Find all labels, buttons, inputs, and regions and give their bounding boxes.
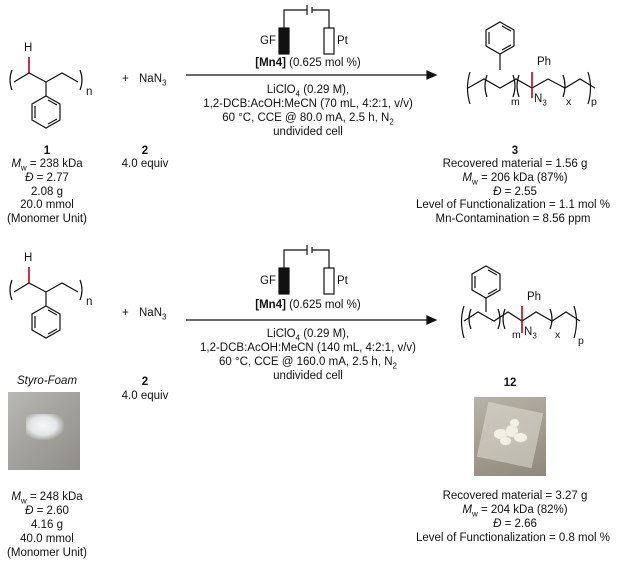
- electrode-icon-bottom: [278, 245, 335, 295]
- product-3-label: 3: [511, 145, 519, 157]
- styrofoam-dispersity: Đ = 2.60: [25, 505, 69, 517]
- product-3-mn-contamination: Mn-Contamination = 8.56 ppm: [435, 213, 591, 225]
- electrode-icon-top: [278, 5, 335, 55]
- compound-1-mmol: 20.0 mmol: [20, 199, 74, 211]
- h-atom-label: H: [24, 42, 33, 54]
- condition-cell-top: undivided cell: [273, 126, 343, 138]
- repeat-m-label-top: m: [511, 96, 520, 108]
- sodium-azide-formula: NaN3: [139, 73, 167, 88]
- condition-temp-current-top: 60 °C, CCE @ 80.0 mA, 2.5 h, N2: [222, 112, 394, 127]
- product-3-mw: Mw = 206 kDa (87%): [462, 172, 568, 187]
- compound-2-equiv-bottom: 4.0 equiv: [121, 390, 169, 402]
- compound-2-equiv: 4.0 equiv: [121, 158, 169, 170]
- repeat-n-label: n: [86, 86, 93, 98]
- product-3-dispersity: Đ = 2.55: [493, 186, 537, 198]
- condition-solvent-bottom: 1,2-DCB:AcOH:MeCN (140 mL, 4:2:1, v/v): [199, 342, 416, 354]
- gf-electrode-label-bottom: GF: [260, 275, 276, 287]
- condition-temp-current-bottom: 60 °C, CCE @ 160.0 mA, 2.5 h, N2: [219, 356, 397, 371]
- catalyst-line-bottom: [Mn4] (0.625 mol %): [255, 299, 361, 311]
- plus-sign-bottom: +: [122, 307, 129, 319]
- condition-cell-bottom: undivided cell: [273, 370, 343, 382]
- compound-1-mass: 2.08 g: [31, 186, 63, 198]
- styrofoam-unit: (Monomer Unit): [7, 547, 87, 559]
- h-atom-label-bottom: H: [24, 252, 33, 264]
- gf-electrode-label: GF: [260, 35, 276, 47]
- catalyst-line-top: [Mn4] (0.625 mol %): [255, 57, 361, 69]
- product-structure-bottom: [460, 265, 581, 339]
- polystyrene-structure-bottom: [9, 267, 83, 339]
- compound-2-label-bottom: 2: [141, 376, 149, 388]
- styrofoam-mw: Mw = 248 kDa: [11, 491, 83, 506]
- compound-1-mw: Mw = 238 kDa: [11, 158, 83, 173]
- pt-electrode-label-bottom: Pt: [337, 275, 348, 287]
- styrofoam-mass: 4.16 g: [31, 519, 63, 531]
- product-12-photo: [474, 397, 546, 476]
- compound-1-dispersity: Đ = 2.77: [25, 172, 69, 184]
- azide-label-top: N3: [534, 93, 547, 108]
- compound-1-unit: (Monomer Unit): [7, 213, 87, 225]
- product-12-label: 12: [503, 377, 517, 389]
- condition-electrolyte-bottom: LiClO4 (0.29 M),: [266, 328, 350, 343]
- condition-electrolyte-top: LiClO4 (0.29 M),: [266, 84, 350, 99]
- azide-label-bottom: N3: [524, 326, 537, 341]
- reaction-arrow-bottom: [186, 315, 438, 325]
- repeat-x-label-top: x: [566, 96, 572, 108]
- sodium-azide-formula-bottom: NaN3: [139, 307, 167, 322]
- repeat-p-label-top: p: [591, 96, 597, 108]
- product-3-recovered: Recovered material = 1.56 g: [442, 158, 588, 170]
- product-12-recovered: Recovered material = 3.27 g: [442, 490, 588, 502]
- product-structure-top: [466, 21, 596, 105]
- styrofoam-mmol: 40.0 mmol: [20, 533, 74, 545]
- product-12-functionalization: Level of Functionalization = 0.8 mol %: [415, 532, 610, 544]
- product-12-mw: Mw = 204 kDa (82%): [462, 504, 568, 519]
- styrofoam-label: Styro-Foam: [16, 375, 78, 387]
- compound-2-label: 2: [141, 145, 149, 157]
- condition-solvent-top: 1,2-DCB:AcOH:MeCN (70 mL, 4:2:1, v/v): [203, 98, 413, 110]
- polystyrene-structure-top: [9, 57, 83, 129]
- repeat-x-label-bottom: x: [555, 329, 561, 341]
- product-12-dispersity: Đ = 2.66: [493, 518, 537, 530]
- phenyl-label-top: Ph: [537, 56, 552, 68]
- phenyl-label-bottom: Ph: [527, 291, 542, 303]
- repeat-n-label-bottom: n: [86, 296, 93, 308]
- compound-1-label: 1: [43, 145, 51, 157]
- reaction-arrow-top: [186, 70, 438, 80]
- product-3-functionalization: Level of Functionalization = 1.1 mol %: [415, 199, 610, 211]
- repeat-p-label-bottom: p: [578, 335, 584, 347]
- styrofoam-photo: [8, 392, 80, 470]
- repeat-m-label-bottom: m: [512, 329, 521, 341]
- pt-electrode-label: Pt: [337, 35, 348, 47]
- plus-sign: +: [122, 73, 129, 85]
